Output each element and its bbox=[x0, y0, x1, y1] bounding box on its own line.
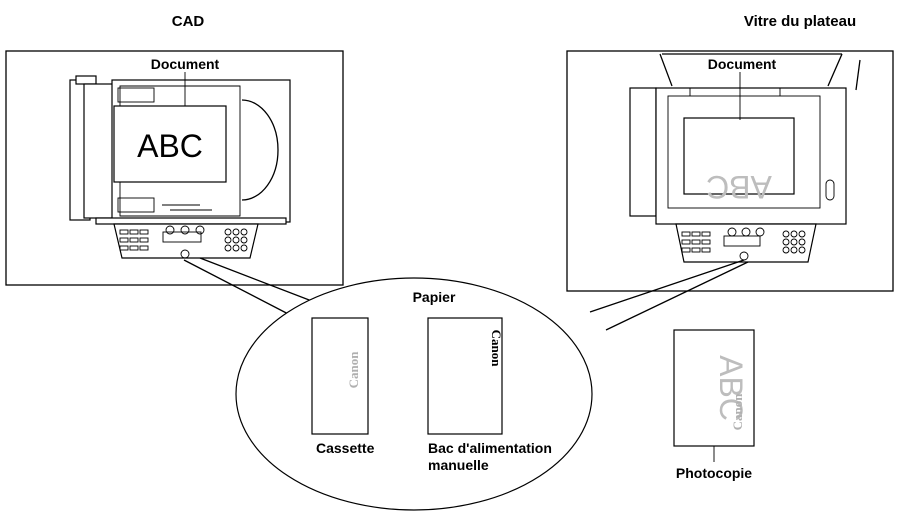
right-control-keys bbox=[681, 227, 806, 261]
cassette-sheet bbox=[311, 317, 369, 435]
left-panel: ABC Document bbox=[5, 50, 344, 286]
photocopy-output: ABC Canon Photocopie bbox=[673, 329, 755, 481]
cassette-brand-mark: Canon bbox=[346, 351, 361, 389]
right-document-label: Document bbox=[708, 56, 777, 72]
right-panel: ABC Document bbox=[566, 50, 894, 292]
left-control-keys bbox=[119, 225, 248, 259]
paper-callout: Papier Canon Cassette Canon Bac d'alimen… bbox=[235, 277, 593, 511]
left-panel-frame bbox=[5, 50, 344, 286]
right-document-sheet bbox=[683, 117, 795, 195]
photocopy-label: Photocopie bbox=[676, 465, 752, 481]
left-document-sheet bbox=[113, 105, 227, 183]
left-document-text: ABC bbox=[137, 128, 203, 164]
callout-lines bbox=[183, 257, 749, 331]
paper-title: Papier bbox=[413, 289, 456, 305]
right-panel-frame bbox=[566, 50, 894, 292]
manual-feed-label-line2: manuelle bbox=[428, 457, 489, 473]
left-document-label: Document bbox=[151, 56, 220, 72]
photocopy-sheet bbox=[673, 329, 755, 447]
title-vitre-du-plateau: Vitre du plateau bbox=[744, 13, 856, 30]
manual-feed-brand-mark: Canon bbox=[489, 330, 504, 368]
photocopy-text: ABC bbox=[713, 355, 749, 421]
cassette-label: Cassette bbox=[316, 440, 375, 456]
manual-feed-sheet bbox=[427, 317, 503, 435]
manual-feed-label-line1: Bac d'alimentation bbox=[428, 440, 552, 456]
photocopy-brand-mark: Canon bbox=[730, 393, 745, 431]
right-document-text-mirrored: ABC bbox=[706, 169, 772, 205]
title-cad: CAD bbox=[172, 13, 205, 30]
paper-ellipse bbox=[235, 277, 593, 511]
